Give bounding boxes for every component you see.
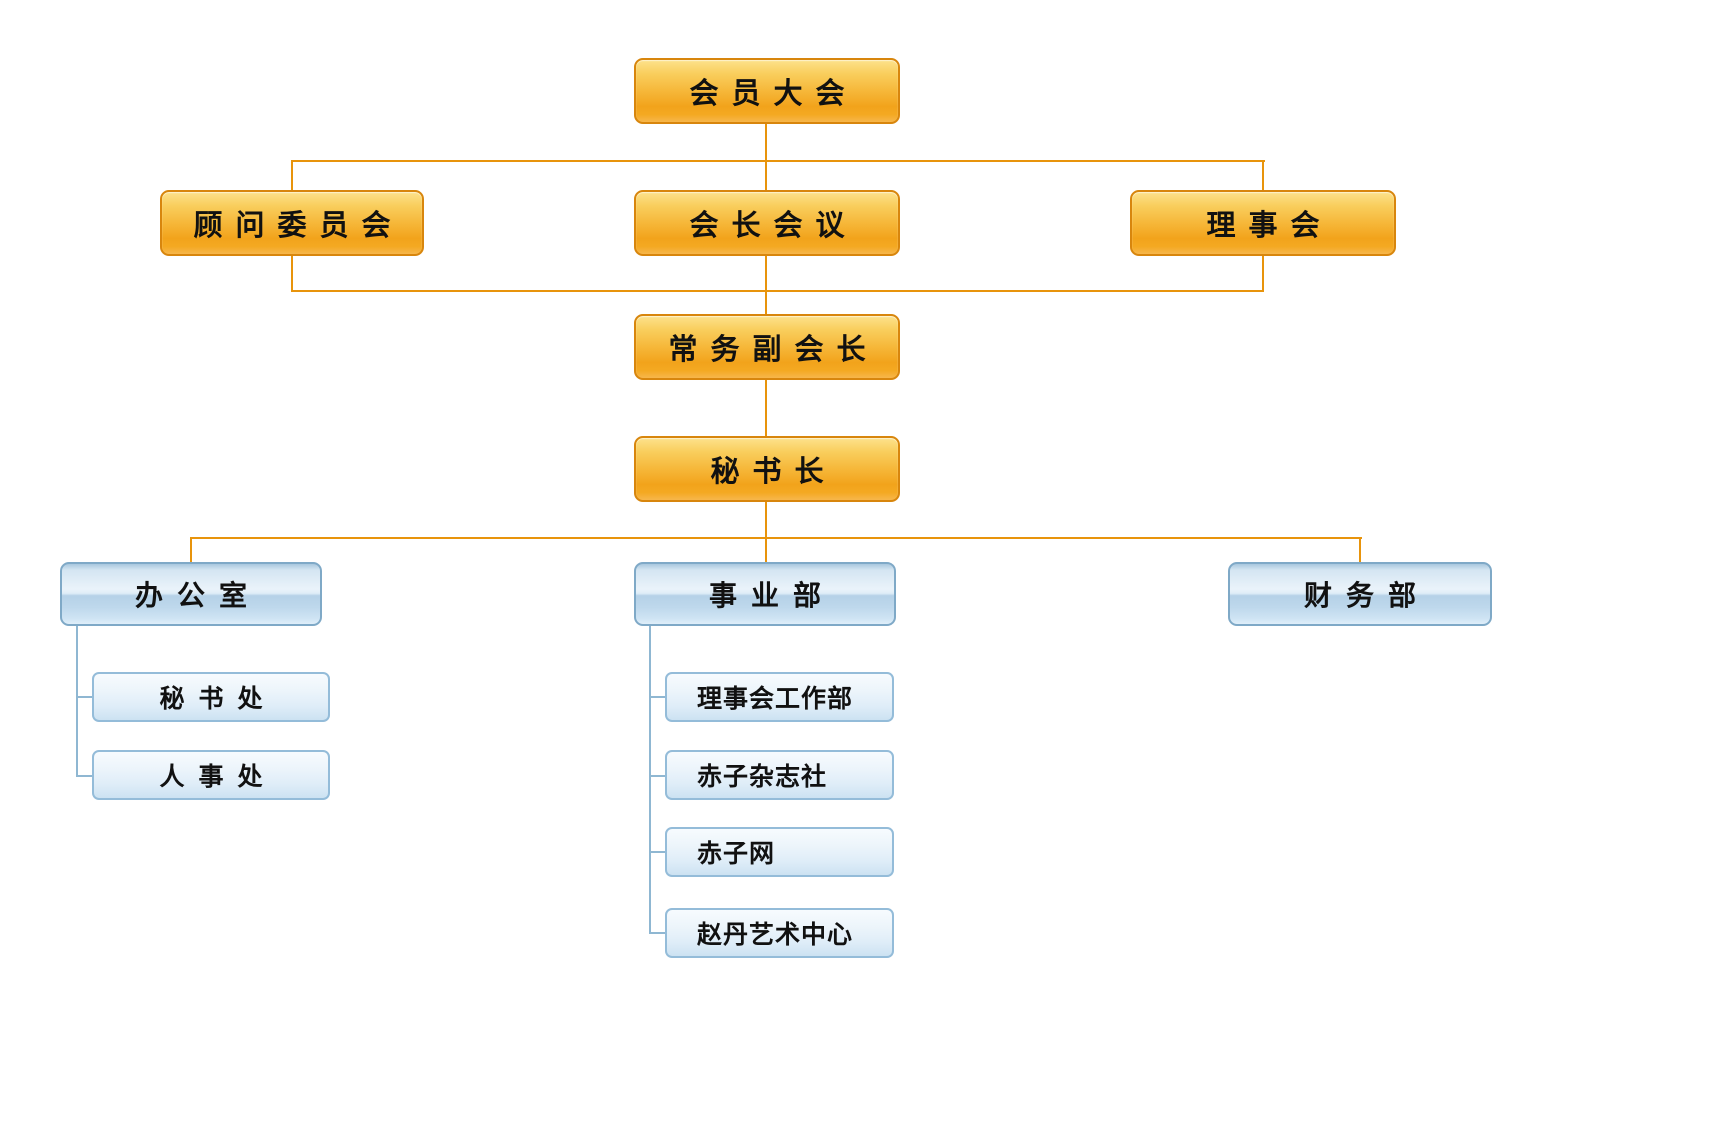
node-business-dept: 事业部	[634, 562, 896, 626]
node-advisory-committee: 顾问委员会	[160, 190, 424, 256]
connector-stub-art-center	[649, 932, 665, 934]
connector-stub-magazine	[649, 775, 665, 777]
connector-rail3-drop-center	[765, 537, 767, 562]
connector-rail2-riser-right	[1262, 256, 1264, 292]
connector-stub-personnel	[76, 775, 92, 777]
connector-rail3	[190, 537, 1362, 539]
node-president-meeting: 会长会议	[634, 190, 900, 256]
node-chizi-net: 赤子网	[665, 827, 894, 877]
connector-rail3-drop-left	[190, 537, 192, 562]
node-council-work-dept: 理事会工作部	[665, 672, 894, 722]
node-chizi-magazine: 赤子杂志社	[665, 750, 894, 800]
node-office-dept: 办公室	[60, 562, 322, 626]
node-secretary-general: 秘书长	[634, 436, 900, 502]
connector-rail2	[291, 290, 1264, 292]
connector-vp-to-sg	[765, 380, 767, 436]
connector-sg-to-rail3	[765, 502, 767, 537]
node-council: 理事会	[1130, 190, 1396, 256]
connector-rail1	[291, 160, 1265, 162]
connector-stub-net	[649, 851, 665, 853]
node-secretariat: 秘书处	[92, 672, 330, 722]
node-executive-vice-president: 常务副会长	[634, 314, 900, 380]
connector-stub-secretariat	[76, 696, 92, 698]
connector-stub-council-work	[649, 696, 665, 698]
node-finance-dept: 财务部	[1228, 562, 1492, 626]
node-zhaodan-art-center: 赵丹艺术中心	[665, 908, 894, 958]
connector-rail1-drop-right	[1262, 160, 1264, 190]
connector-rail2-riser-center	[765, 256, 767, 314]
connector-rail2-riser-left	[291, 256, 293, 292]
connector-rail3-drop-right	[1359, 537, 1361, 562]
connector-top-to-rail1	[765, 124, 767, 160]
connector-office-subtree-vertical	[76, 626, 78, 777]
connector-rail1-drop-center	[765, 160, 767, 190]
connector-business-subtree-vertical	[649, 626, 651, 934]
node-personnel-office: 人事处	[92, 750, 330, 800]
node-member-congress: 会员大会	[634, 58, 900, 124]
connector-rail1-drop-left	[291, 160, 293, 190]
